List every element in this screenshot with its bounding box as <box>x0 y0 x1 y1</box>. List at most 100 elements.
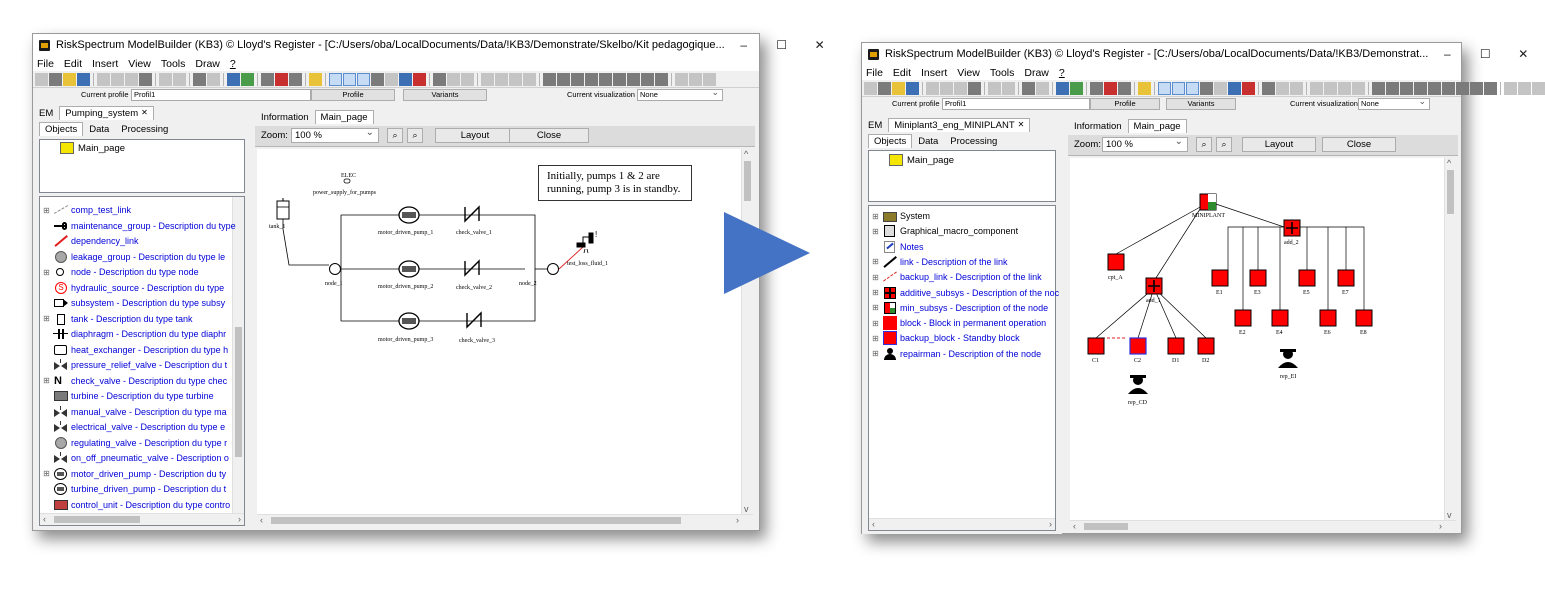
node-circle-icon[interactable] <box>329 263 341 275</box>
block-icon[interactable] <box>1107 253 1125 271</box>
toolbar-button-icon[interactable] <box>1428 81 1441 95</box>
tab-information[interactable]: Information <box>255 110 315 124</box>
toolbar-button-icon[interactable] <box>1228 81 1241 95</box>
tab-data[interactable]: Data <box>912 134 945 148</box>
type-list-item[interactable]: ⊞additive_subsys - Description of the no… <box>871 286 1059 300</box>
add-block-icon[interactable] <box>1283 219 1301 237</box>
menu-file[interactable]: File <box>866 66 883 79</box>
type-list-item[interactable]: heat_exchanger - Description du type h <box>42 343 228 357</box>
toolbar-button-icon[interactable] <box>878 81 891 95</box>
expand-icon[interactable]: ⊞ <box>872 272 879 282</box>
check-valve-icon[interactable] <box>464 205 480 223</box>
type-list-item[interactable]: ⊞block - Block in permanent operation <box>871 316 1046 331</box>
current-profile-field[interactable]: Profil1 <box>131 89 311 101</box>
scroll-left-icon[interactable]: ‹ <box>260 515 263 525</box>
type-list-item[interactable]: ⊞tank - Description du type tank <box>42 312 193 326</box>
toolbar-button-icon[interactable] <box>1338 81 1351 95</box>
type-list-item[interactable]: ⊞Graphical_macro_component <box>871 224 1018 238</box>
tank-icon[interactable] <box>276 198 290 220</box>
toolbar-button-icon[interactable] <box>371 72 384 86</box>
expand-icon[interactable]: ⊞ <box>872 349 879 359</box>
tab-main-page[interactable]: Main_page <box>1127 119 1187 133</box>
type-list-item[interactable]: diaphragm - Description du type diaphr <box>42 327 226 341</box>
expand-icon[interactable]: ⊞ <box>43 267 50 277</box>
minimize-button[interactable]: – <box>740 38 748 52</box>
types-vertical-scrollbar[interactable] <box>232 197 244 515</box>
close-button[interactable]: Close <box>509 128 589 143</box>
toolbar-button-icon[interactable] <box>385 72 398 86</box>
toolbar-button-icon[interactable] <box>1386 81 1399 95</box>
tab-objects[interactable]: Objects <box>39 122 84 136</box>
scroll-right-icon[interactable]: › <box>238 514 241 524</box>
toolbar-button-icon[interactable] <box>1172 81 1185 95</box>
expand-icon[interactable]: ⊞ <box>43 205 50 215</box>
expand-icon[interactable]: ⊞ <box>43 469 50 478</box>
toolbar-button-icon[interactable] <box>509 72 522 86</box>
zoom-out-icon[interactable]: ⌕ <box>1216 137 1232 152</box>
motor-pump-icon[interactable] <box>398 312 420 330</box>
toolbar-button-icon[interactable] <box>1200 81 1213 95</box>
type-list-item[interactable]: on_off_pneumatic_valve - Description o <box>42 451 229 465</box>
toolbar-button-icon[interactable] <box>1138 81 1151 95</box>
type-list-item[interactable]: ⊞System <box>871 209 930 223</box>
scroll-up-icon[interactable]: ^ <box>1447 158 1452 168</box>
block-icon[interactable] <box>1355 309 1373 327</box>
type-list-item[interactable]: ⊞backup_link - Description of the link <box>871 270 1042 284</box>
expand-icon[interactable]: ⊞ <box>872 303 879 313</box>
scroll-up-icon[interactable]: ^ <box>744 149 749 159</box>
close-button[interactable]: Close <box>1322 137 1396 152</box>
toolbar-button-icon[interactable] <box>571 72 584 86</box>
zoom-in-icon[interactable]: ⌕ <box>1196 137 1212 152</box>
tree-item-main-page[interactable]: Main_page <box>60 142 125 154</box>
toolbar-button-icon[interactable] <box>461 72 474 86</box>
motor-pump-icon[interactable] <box>398 206 420 224</box>
close-tab-icon[interactable]: ✕ <box>141 108 148 117</box>
repairman-icon[interactable] <box>1278 349 1298 368</box>
toolbar-button-icon[interactable] <box>343 72 356 86</box>
minimize-button[interactable]: – <box>1443 47 1451 61</box>
toolbar-button-icon[interactable] <box>641 72 654 86</box>
canvas-vertical-scrollbar[interactable]: ^ v <box>741 149 753 514</box>
menu-edit[interactable]: Edit <box>892 66 912 79</box>
tab-em[interactable]: EM <box>33 106 60 120</box>
type-list-item[interactable]: control_unit - Description du type contr… <box>42 498 230 512</box>
tab-processing[interactable]: Processing <box>115 122 175 136</box>
scroll-thumb[interactable] <box>744 161 751 201</box>
toolbar-button-icon[interactable] <box>1036 81 1049 95</box>
block-icon[interactable] <box>1211 269 1229 287</box>
toolbar-button-icon[interactable] <box>988 81 1001 95</box>
toolbar-button-icon[interactable] <box>97 72 110 86</box>
maximize-button[interactable]: ☐ <box>776 38 788 52</box>
toolbar-button-icon[interactable] <box>433 72 446 86</box>
type-list-item[interactable]: electrical_valve - Description du type e <box>42 420 225 434</box>
type-list-item[interactable]: ⊞repairman - Description of the node <box>871 347 1041 361</box>
tab-objects[interactable]: Objects <box>868 134 913 148</box>
tab-model[interactable]: Miniplant3_eng_MINIPLANT✕ <box>888 118 1031 132</box>
expand-icon[interactable]: ⊞ <box>872 333 879 343</box>
menu-tools[interactable]: Tools <box>989 66 1015 79</box>
node-circle-icon[interactable] <box>547 263 559 275</box>
toolbar-button-icon[interactable] <box>703 72 716 86</box>
types-horizontal-scrollbar[interactable]: ‹ › <box>40 513 244 525</box>
type-list-item[interactable]: Notes <box>871 240 924 254</box>
toolbar-button-icon[interactable] <box>1118 81 1131 95</box>
type-list-item[interactable]: ⊞node - Description du type node <box>42 265 198 279</box>
toolbar-button-icon[interactable] <box>357 72 370 86</box>
toolbar-button-icon[interactable] <box>495 72 508 86</box>
types-horizontal-scrollbar[interactable]: ‹ › <box>869 518 1055 530</box>
toolbar-button-icon[interactable] <box>926 81 939 95</box>
toolbar-button-icon[interactable] <box>1186 81 1199 95</box>
toolbar-button-icon[interactable] <box>940 81 953 95</box>
toolbar-button-icon[interactable] <box>968 81 981 95</box>
toolbar-button-icon[interactable] <box>35 72 48 86</box>
scroll-left-icon[interactable]: ‹ <box>43 514 46 524</box>
type-list-item[interactable]: turbine_driven_pump - Description du t <box>42 482 226 496</box>
expand-icon[interactable]: ⊞ <box>872 318 879 328</box>
leak-tap-icon[interactable]: ! <box>576 230 597 254</box>
toolbar-button-icon[interactable] <box>227 72 240 86</box>
toolbar-button-icon[interactable] <box>309 72 322 86</box>
toolbar-button-icon[interactable] <box>1056 81 1069 95</box>
block-icon[interactable] <box>1087 337 1105 355</box>
layout-button[interactable]: Layout <box>1242 137 1316 152</box>
tab-em[interactable]: EM <box>862 118 889 132</box>
